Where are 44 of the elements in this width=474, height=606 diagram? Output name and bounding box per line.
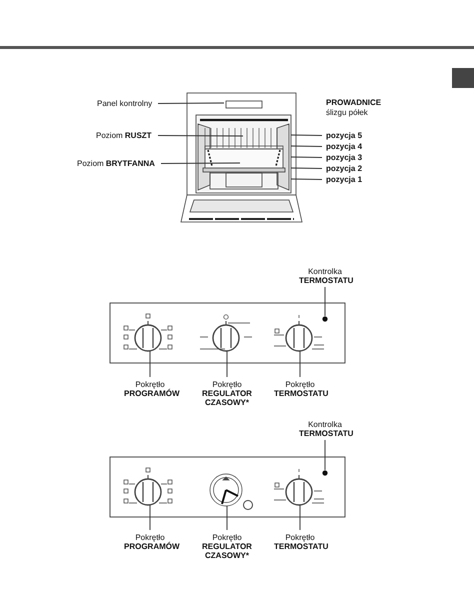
label-text: TERMOSTATU bbox=[274, 542, 326, 551]
label-text: REGULATOR CZASOWY* bbox=[201, 542, 253, 560]
label-text: TERMOSTATU bbox=[274, 389, 326, 398]
leader-line bbox=[290, 178, 322, 180]
leader-line bbox=[226, 506, 228, 530]
leader-line bbox=[290, 168, 322, 169]
label-text: Kontrolka bbox=[307, 267, 343, 276]
label-text: pozycja 3 bbox=[326, 153, 362, 162]
label-text: Pokrętło bbox=[135, 533, 165, 542]
callout-label: ślizgu półek bbox=[326, 108, 368, 117]
leader-line bbox=[158, 135, 244, 136]
indicator-light bbox=[322, 316, 328, 322]
leader-line bbox=[160, 162, 240, 164]
label-text: Poziom BRYTFANNA bbox=[77, 159, 155, 168]
leader-line bbox=[290, 134, 322, 136]
label-text: pozycja 5 bbox=[326, 131, 362, 140]
timer-dial-drawing bbox=[210, 474, 253, 510]
label-text: TERMOSTATU bbox=[299, 276, 351, 285]
label-text: Panel kontrolny bbox=[97, 99, 152, 108]
label-text: Pokrętło bbox=[211, 380, 243, 389]
label-text: Kontrolka bbox=[307, 420, 343, 429]
knob-drawing bbox=[124, 314, 172, 352]
label-text: Poziom RUSZT bbox=[96, 131, 152, 140]
label-text: Pokrętło bbox=[284, 533, 316, 542]
label-text: pozycja 1 bbox=[326, 175, 362, 184]
label-text: pozycja 2 bbox=[326, 164, 362, 173]
label-text: TERMOSTATU bbox=[299, 429, 351, 438]
callout-label: PROWADNICE bbox=[326, 98, 382, 107]
label-text: Pokrętło bbox=[284, 380, 316, 389]
leader-line bbox=[324, 440, 326, 470]
knob-drawing bbox=[124, 468, 172, 506]
knob-drawing bbox=[200, 314, 252, 352]
leader-line bbox=[290, 156, 322, 158]
label-text: pozycja 4 bbox=[326, 142, 362, 151]
label-text: Pokrętło bbox=[211, 533, 243, 542]
leader-line bbox=[226, 350, 228, 378]
leader-line bbox=[290, 146, 322, 147]
knob-drawing bbox=[274, 468, 324, 506]
indicator-light bbox=[322, 470, 328, 476]
label-text: Pokrętło bbox=[135, 380, 165, 389]
leader-line bbox=[324, 286, 326, 316]
leader-line bbox=[158, 102, 224, 104]
knob-drawing bbox=[274, 314, 324, 352]
label-text: REGULATOR CZASOWY* bbox=[201, 389, 253, 407]
